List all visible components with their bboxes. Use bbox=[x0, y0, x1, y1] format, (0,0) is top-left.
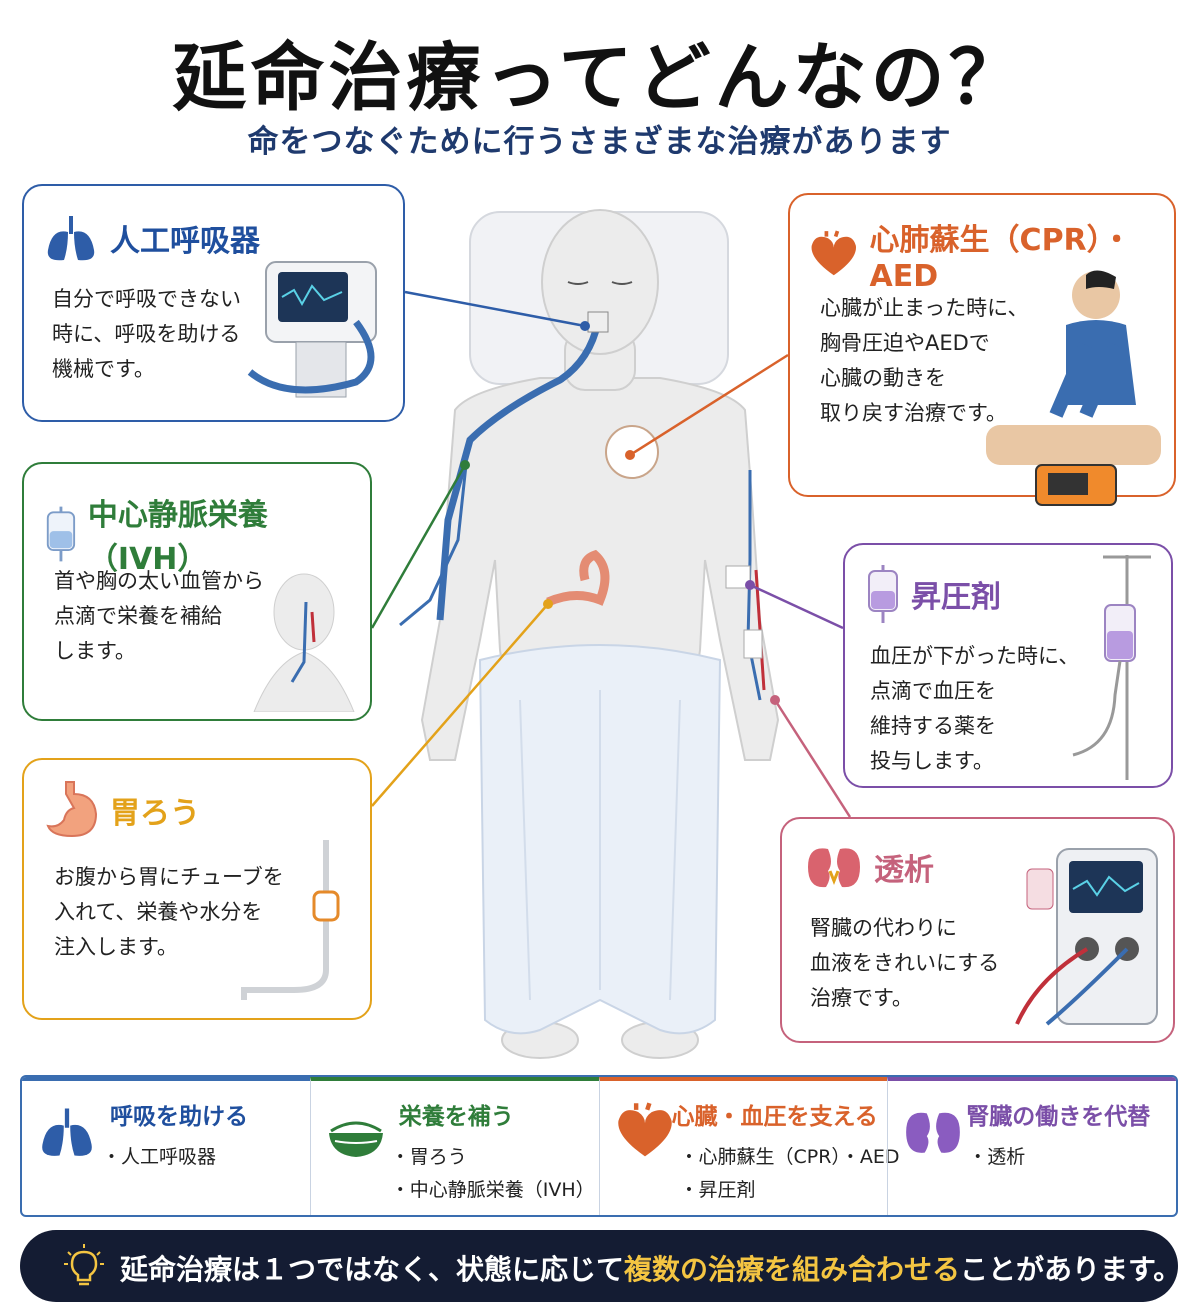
card-ivh: 中心静脈栄養（IVH） 首や胸の太い血管から 点滴で栄養を補給 します。 bbox=[22, 462, 372, 721]
gastrostomy-tube bbox=[546, 549, 610, 607]
rice-bowl-icon bbox=[328, 1121, 383, 1157]
lightbulb-icon bbox=[64, 1244, 104, 1286]
iv-bag-icon bbox=[46, 506, 76, 562]
kidneys-icon bbox=[906, 1112, 961, 1153]
summary-item: ・胃ろう bbox=[390, 1146, 467, 1168]
kidneys-icon bbox=[808, 848, 860, 888]
footer-text-pre: 延命治療は１つではなく、状態に応じて bbox=[120, 1253, 625, 1286]
cpr-illustration bbox=[986, 270, 1161, 506]
card-title: 昇圧剤 bbox=[911, 580, 1001, 615]
iv-bag-icon bbox=[868, 565, 898, 623]
lungs-icon bbox=[47, 216, 95, 261]
summary-item: ・昇圧剤 bbox=[679, 1179, 756, 1201]
heart-icon bbox=[617, 1102, 672, 1157]
card-gastrostomy: 胃ろう お腹から胃にチューブを 入れて、栄養や水分を 注入します。 bbox=[22, 758, 372, 1020]
card-cpr-aed: 心肺蘇生（CPR）・AED 心臓が止まった時に、 胸骨圧迫やAEDで 心臓の動き… bbox=[788, 193, 1176, 506]
card-text: お腹から胃にチューブを 入れて、栄養や水分を 注入します。 bbox=[54, 865, 284, 959]
lungs-icon bbox=[42, 1108, 92, 1156]
summary-panel: 呼吸を助ける ・人工呼吸器 栄養を補う ・胃ろう ・中心静脈栄養（IVH） 心臓… bbox=[20, 1075, 1178, 1217]
card-title: 人工呼吸器 bbox=[110, 224, 260, 259]
dialysis-machine-illustration bbox=[1015, 848, 1158, 1026]
summary-item: ・中心静脈栄養（IVH） bbox=[390, 1179, 595, 1201]
ventilator-machine-illustration bbox=[247, 261, 377, 398]
card-title: 中心静脈栄養（IVH） bbox=[87, 498, 268, 577]
card-text: 腎臓の代わりに 血液をきれいにする 治療です。 bbox=[810, 916, 1000, 1010]
gastrostomy-tube-illustration bbox=[241, 840, 340, 1000]
iv-line-right bbox=[746, 470, 762, 701]
summary-column-kidney: 腎臓の働きを代替 ・透析 bbox=[887, 1077, 1176, 1215]
card-dialysis: 透析 腎臓の代わりに 血液をきれいにする 治療です。 bbox=[780, 817, 1175, 1043]
card-text: 首や胸の太い血管から 点滴で栄養を補給 します。 bbox=[54, 569, 264, 663]
summary-title: 腎臓の働きを代替 bbox=[966, 1104, 1151, 1130]
summary-column-nutrition: 栄養を補う ・胃ろう ・中心静脈栄養（IVH） bbox=[309, 1077, 599, 1215]
connector-lines bbox=[370, 290, 852, 818]
card-title: 心肺蘇生（CPR）・AED bbox=[869, 223, 1132, 294]
footer-banner: 延命治療は１つではなく、状態に応じて複数の治療を組み合わせることがあります。 bbox=[20, 1230, 1181, 1302]
summary-item: ・透析 bbox=[968, 1146, 1026, 1168]
heart-icon bbox=[811, 229, 856, 275]
ventilator-tube bbox=[436, 321, 602, 621]
card-text: 心臓が止まった時に、 胸骨圧迫やAEDで 心臓の動きを 取り戻す治療です。 bbox=[820, 296, 1029, 425]
footer-highlight: 複数の治療を組み合わせる bbox=[624, 1253, 961, 1286]
summary-title: 栄養を補う bbox=[398, 1104, 514, 1130]
card-text: 自分で呼吸できない 時に、呼吸を助ける 機械です。 bbox=[52, 287, 241, 381]
ivh-line bbox=[399, 464, 468, 627]
summary-item: ・人工呼吸器 bbox=[102, 1146, 217, 1168]
card-text: 血圧が下がった時に、 点滴で血圧を 維持する薬を 投与します。 bbox=[870, 644, 1080, 773]
summary-column-breathing: 呼吸を助ける ・人工呼吸器 bbox=[22, 1077, 310, 1215]
page-subtitle: 命をつなぐために行うさまざまな治療があります bbox=[247, 124, 952, 160]
page-title: 延命治療ってどんなの？ bbox=[172, 35, 1027, 121]
summary-title: 心臓・血圧を支える bbox=[671, 1104, 878, 1130]
summary-column-heart: 心臓・血圧を支える ・心肺蘇生（CPR）・AED ・昇圧剤 bbox=[598, 1077, 900, 1215]
iv-stand-illustration bbox=[1072, 555, 1151, 780]
summary-title: 呼吸を助ける bbox=[110, 1104, 248, 1130]
stomach-icon bbox=[46, 781, 98, 838]
card-ventilator: 人工呼吸器 自分で呼吸できない 時に、呼吸を助ける 機械です。 bbox=[22, 184, 405, 422]
card-title: 胃ろう bbox=[110, 796, 200, 831]
card-vasopressor: 昇圧剤 血圧が下がった時に、 点滴で血圧を 維持する薬を 投与します。 bbox=[843, 543, 1173, 788]
footer-text-post: ことがあります。 bbox=[960, 1253, 1182, 1286]
neck-catheter-illustration bbox=[253, 573, 355, 712]
card-title: 透析 bbox=[874, 853, 934, 888]
summary-item: ・心肺蘇生（CPR）・AED bbox=[679, 1146, 900, 1168]
footer-message: 延命治療は１つではなく、状態に応じて複数の治療を組み合わせることがあります。 bbox=[120, 1248, 1181, 1288]
